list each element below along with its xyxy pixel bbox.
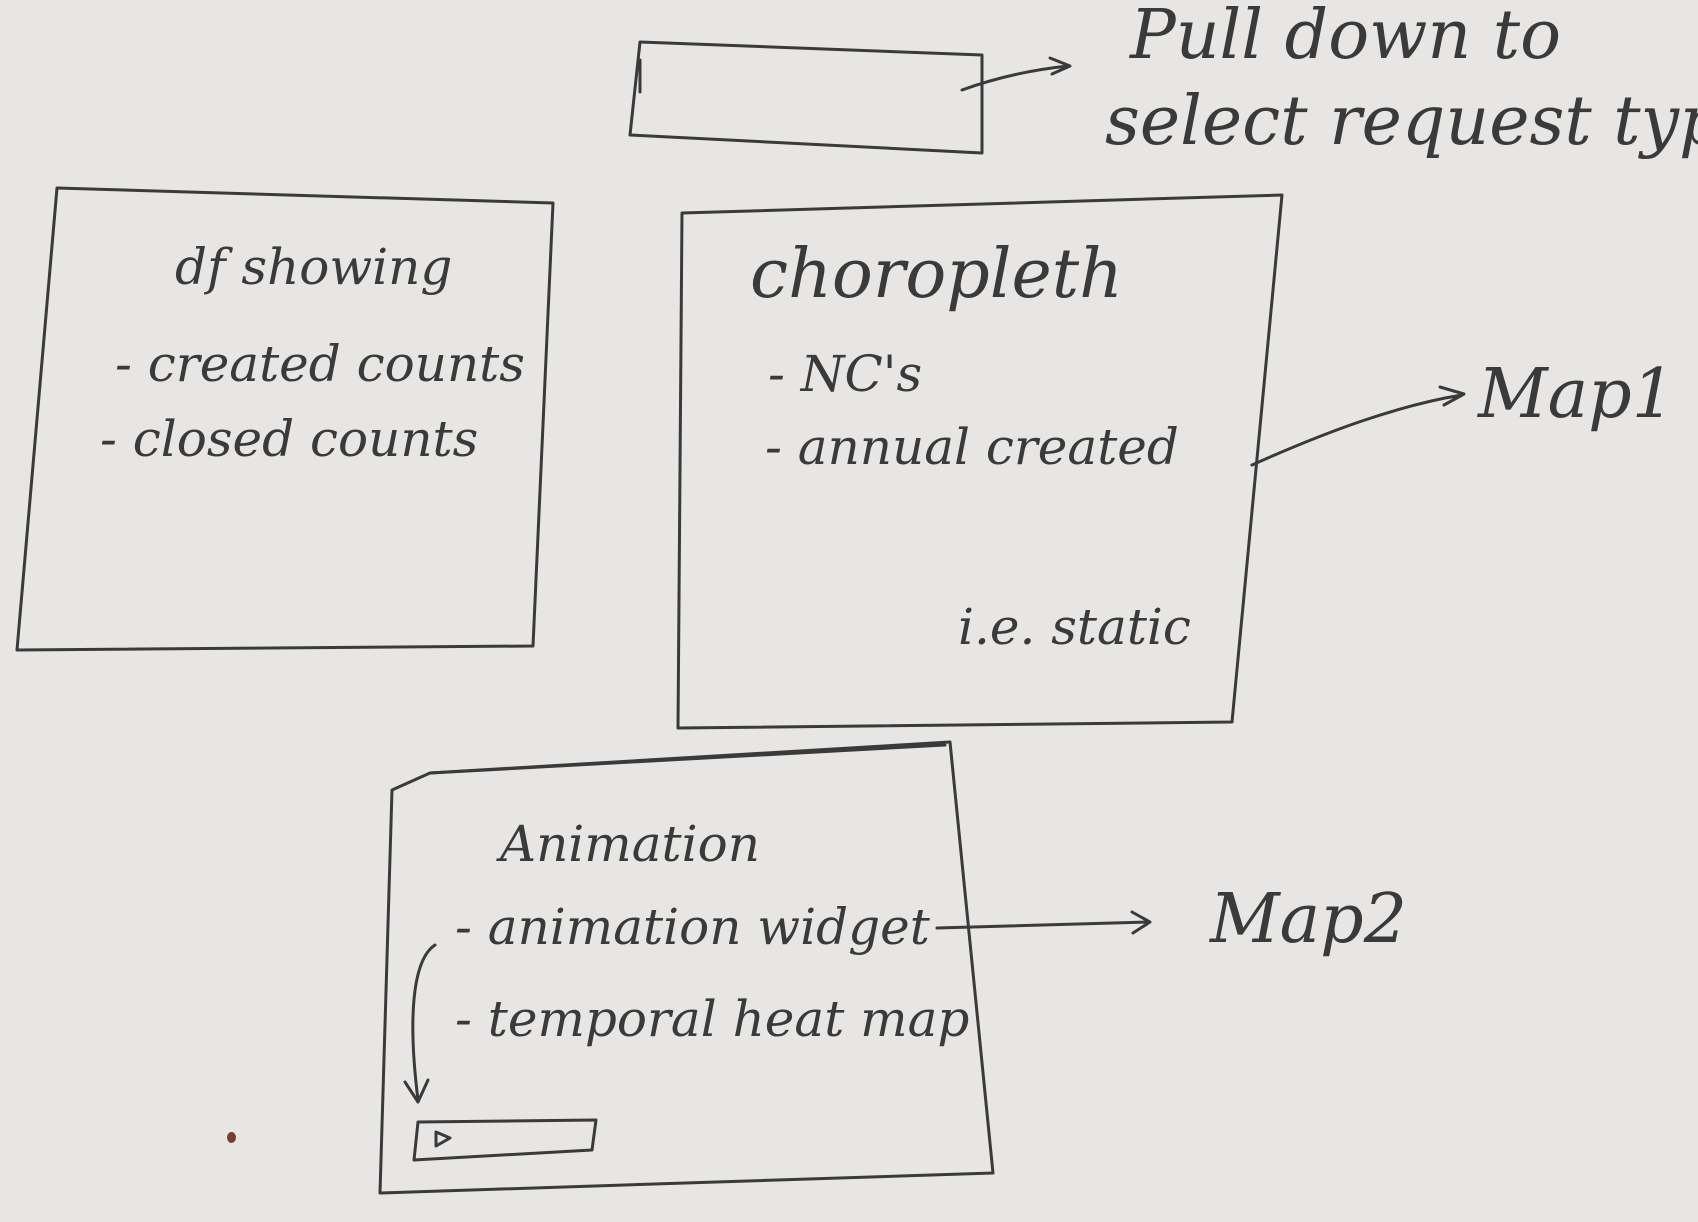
choropleth-box-item-annual: - annual created <box>765 418 1179 476</box>
map1-arrow <box>1250 385 1466 467</box>
choropleth-box-title: choropleth <box>750 235 1123 314</box>
dropdown-box <box>628 40 984 155</box>
choropleth-box-item-ncs: - NC's <box>768 345 923 403</box>
df-box-title: df showing <box>175 238 453 296</box>
animation-box-item-heatmap: - temporal heat map <box>455 990 970 1048</box>
play-icon <box>434 1130 452 1148</box>
bracket-arrow <box>403 943 437 1104</box>
choropleth-box <box>676 193 1284 730</box>
choropleth-box-note: i.e. static <box>958 598 1191 656</box>
animation-slider <box>412 1118 598 1162</box>
animation-box-item-widget: - animation widget <box>455 898 930 956</box>
pencil-dot <box>227 1132 236 1143</box>
map2-arrow <box>935 910 1152 935</box>
df-box <box>15 186 555 652</box>
dropdown-note-line1: Pull down to <box>1130 0 1562 75</box>
dropdown-arrow <box>960 56 1072 92</box>
animation-box-title: Animation <box>500 815 760 873</box>
animation-box-topline <box>428 743 947 775</box>
dropdown-note-line2: select request type <box>1105 82 1698 161</box>
df-box-item-closed: - closed counts <box>100 410 479 468</box>
map2-label: Map2 <box>1210 880 1407 959</box>
animation-box <box>378 740 995 1195</box>
map1-label: Map1 <box>1478 355 1675 434</box>
df-box-item-created: - created counts <box>115 335 525 393</box>
